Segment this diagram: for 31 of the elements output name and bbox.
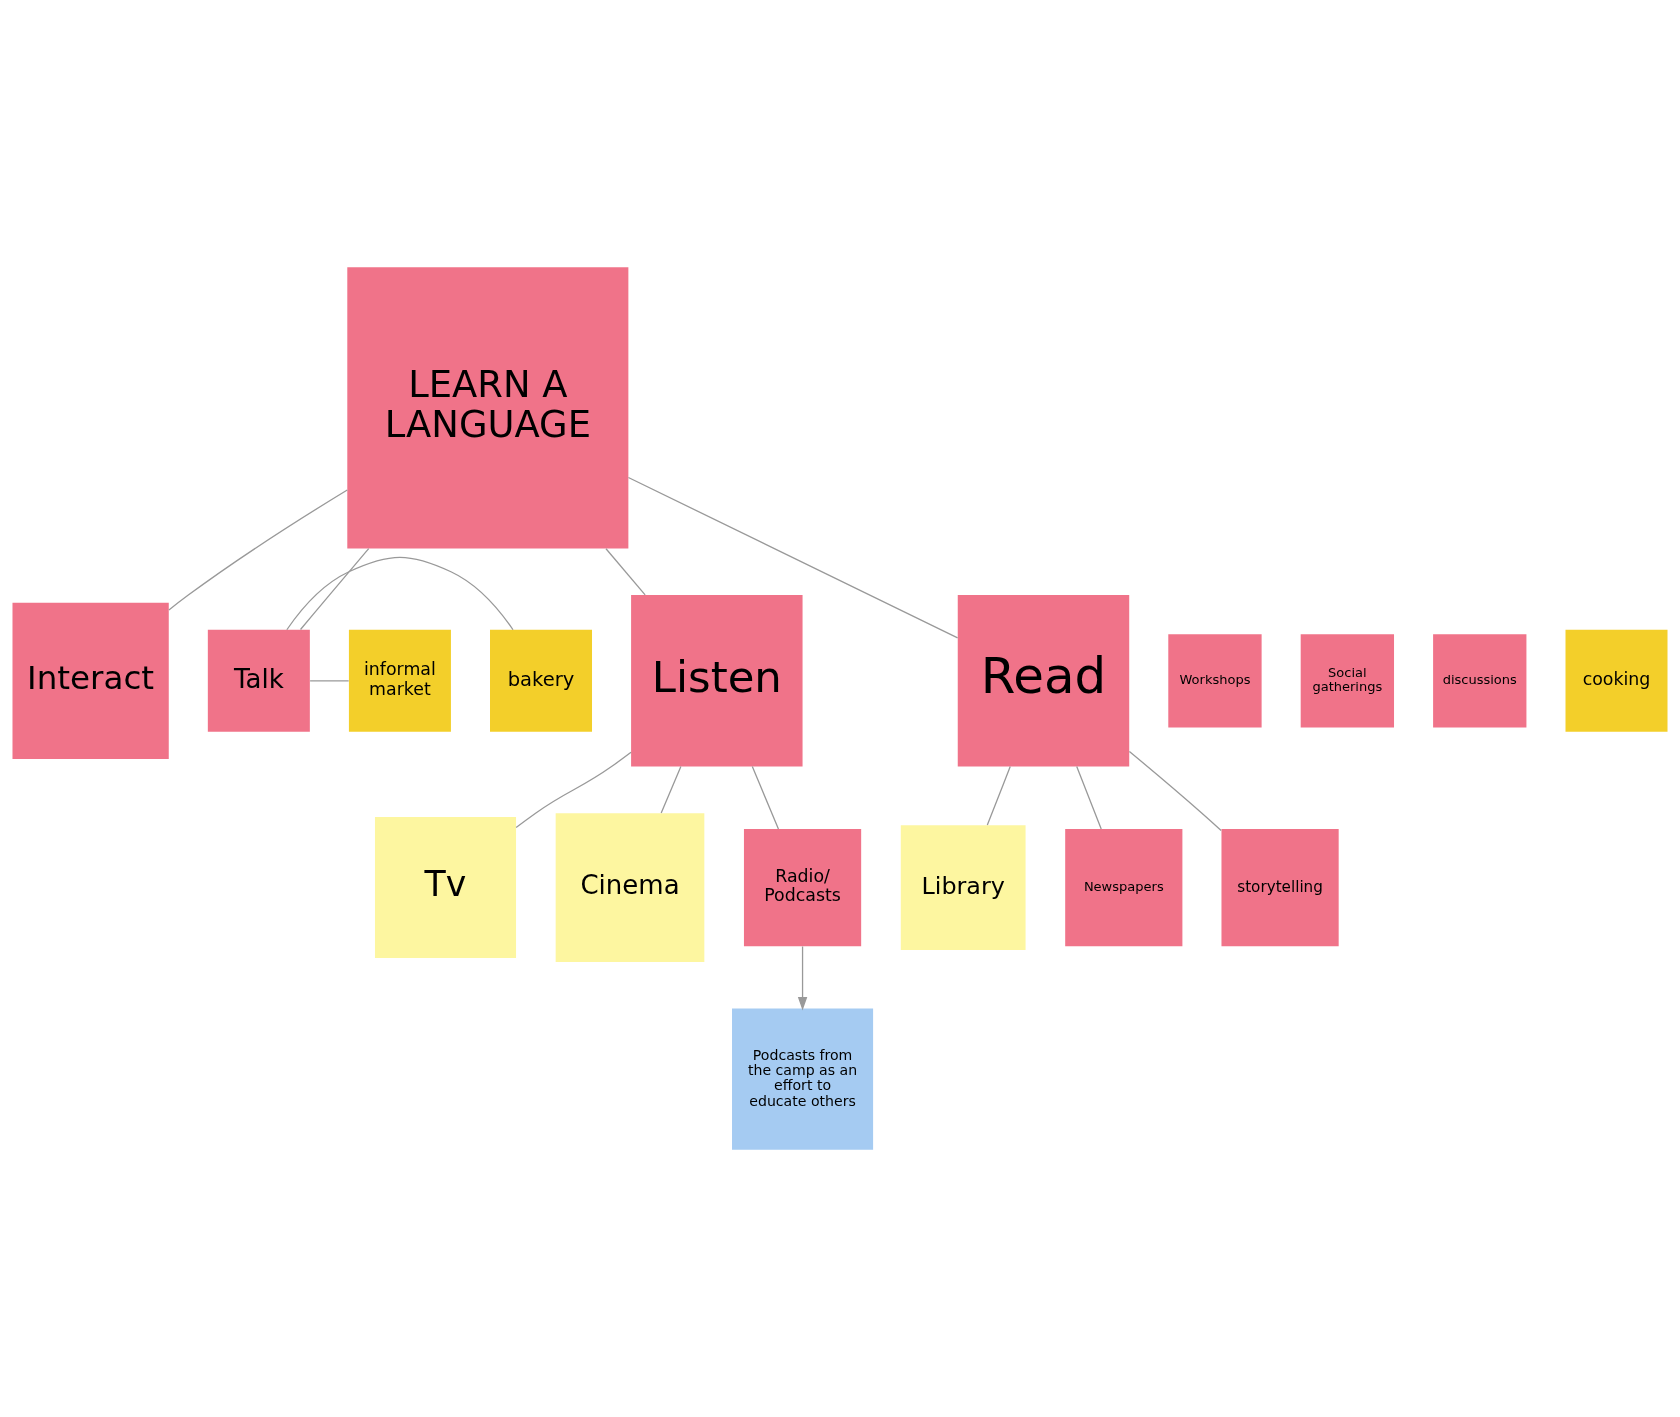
connector (515, 751, 632, 829)
node-box: Newspapers (1065, 828, 1183, 947)
node-box: Social gatherings (1300, 634, 1395, 728)
node-box: storytelling (1221, 828, 1339, 947)
node-box: cooking (1565, 629, 1668, 732)
node-box: Listen (631, 595, 803, 767)
node-box: Tv (374, 817, 517, 959)
node-box: Interact (12, 602, 169, 759)
node-box: LEARN A LANGUAGE (347, 267, 629, 549)
node-box: Radio/ Podcasts (743, 828, 862, 947)
connector (660, 765, 682, 814)
node-box: Workshops (1168, 634, 1262, 728)
connector (986, 765, 1011, 826)
connector (168, 489, 348, 611)
connector (1128, 750, 1222, 832)
node-box: Cinema (555, 813, 705, 962)
connector (751, 765, 780, 830)
node-box: Podcasts from the camp as an effort to educate others (732, 1008, 874, 1150)
connector (605, 548, 646, 596)
node-box: Talk (207, 629, 310, 732)
connector (1076, 765, 1102, 830)
node-box: Library (900, 825, 1026, 950)
arrow (797, 945, 808, 1011)
connector (309, 680, 350, 682)
node-box: informal market (348, 629, 451, 732)
node-box: bakery (490, 629, 592, 732)
node-box: Read (957, 595, 1130, 767)
connector (299, 547, 370, 631)
node-box: discussions (1433, 634, 1527, 728)
connector (627, 476, 959, 639)
connector (286, 556, 514, 631)
